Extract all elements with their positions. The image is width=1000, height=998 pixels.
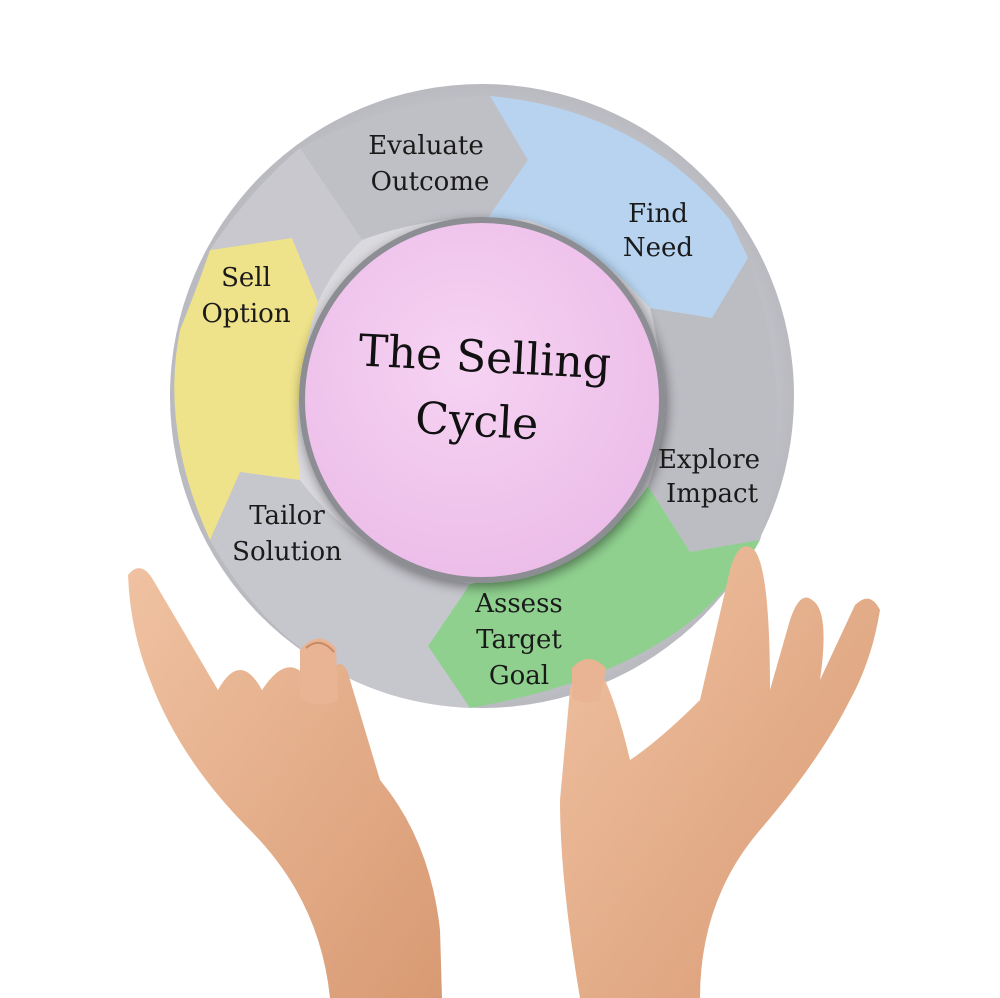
segment-sell-label-2: Option: [201, 299, 290, 329]
segment-tailor-label-2: Solution: [232, 537, 342, 567]
segment-tailor-label-1: Tailor: [249, 501, 325, 531]
segment-assess-label-3: Goal: [489, 661, 549, 691]
left-hand-illustration: [128, 568, 442, 998]
segment-tailor-solution: [210, 472, 470, 708]
segment-assess-label-1: Assess: [474, 589, 563, 619]
segment-explore-impact: [648, 258, 778, 552]
segment-find-need: [488, 96, 748, 318]
right-hand-illustration: [560, 546, 880, 998]
segment-sell-option: [174, 238, 318, 540]
segment-evaluate-outcome: [300, 96, 528, 240]
segment-explore-label-2: Impact: [666, 479, 759, 509]
center-title-line2: Cycle: [414, 393, 540, 450]
segment-evaluate-label-1: Evaluate: [368, 131, 484, 161]
segment-find-need-label-1: Find: [628, 199, 688, 229]
segment-sell-label-1: Sell: [221, 263, 271, 293]
center-circle: [299, 217, 665, 583]
segment-connector: [210, 148, 362, 302]
segment-assess-label-2: Target: [476, 625, 562, 655]
segment-find-need-label-2: Need: [623, 233, 693, 263]
segment-assess-target-goal: [428, 486, 760, 708]
segment-explore-label-1: Explore: [658, 445, 760, 475]
segment-evaluate-label-2: Outcome: [371, 167, 490, 197]
